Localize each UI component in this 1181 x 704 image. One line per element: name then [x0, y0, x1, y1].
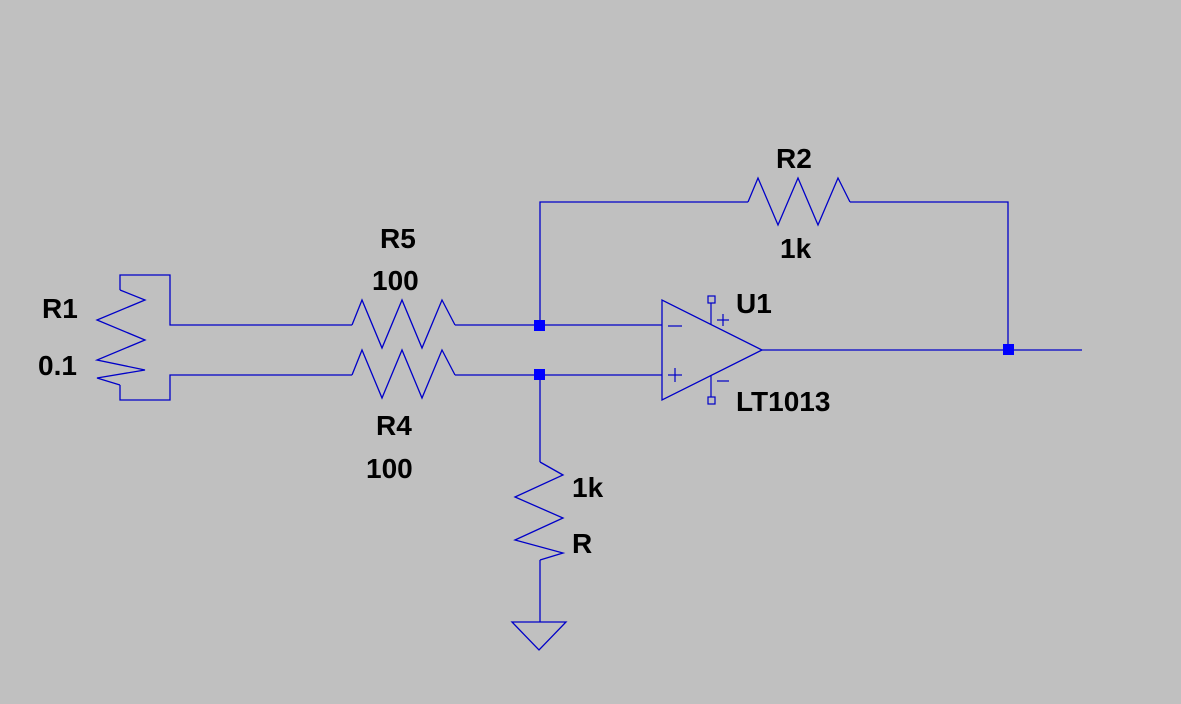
resistor-r2[interactable]: R2 1k [747, 143, 851, 264]
opamp-u1[interactable]: U1 LT1013 [661, 288, 830, 417]
resistor-r4-ref: R4 [376, 410, 412, 441]
resistor-r[interactable]: 1k R [513, 461, 604, 561]
junction-inverting-node[interactable] [534, 320, 545, 331]
wire-feedback-left[interactable] [539, 201, 748, 325]
resistor-r1-value: 0.1 [38, 350, 77, 381]
ground-icon[interactable] [510, 621, 568, 651]
resistor-r-zigzag [513, 461, 566, 561]
resistor-r1[interactable]: R1 0.1 [38, 289, 147, 386]
resistor-r4[interactable]: R4 100 [351, 348, 456, 484]
resistor-r5-zigzag [351, 298, 456, 350]
opamp-u1-body [661, 298, 764, 402]
junction-output-node[interactable] [1003, 344, 1014, 355]
resistor-r-value: 1k [572, 472, 604, 503]
wires [119, 201, 1082, 622]
opamp-u1-value: LT1013 [736, 386, 830, 417]
junctions [534, 320, 1014, 380]
resistor-r4-value: 100 [366, 453, 413, 484]
resistor-r2-zigzag [747, 176, 851, 227]
resistor-r5[interactable]: R5 100 [351, 223, 456, 350]
wire-r1-bottom-to-r4[interactable] [119, 374, 352, 401]
opamp-negative-supply-pin[interactable] [707, 375, 716, 405]
junction-noninverting-node[interactable] [534, 369, 545, 380]
resistor-r4-zigzag [351, 348, 456, 400]
resistor-r-ref: R [572, 528, 592, 559]
resistor-r2-ref: R2 [776, 143, 812, 174]
opamp-noninverting-sign [668, 368, 682, 382]
opamp-u1-ref: U1 [736, 288, 772, 319]
opamp-supply-plus-sign [717, 314, 729, 326]
resistor-r5-value: 100 [372, 265, 419, 296]
resistor-r2-value: 1k [780, 233, 812, 264]
wire-r1-top-to-r5[interactable] [119, 274, 352, 326]
resistor-r1-zigzag [94, 289, 147, 386]
wire-feedback-right[interactable] [850, 201, 1009, 350]
resistor-r1-ref: R1 [42, 293, 78, 324]
opamp-positive-supply-pin[interactable] [707, 295, 716, 325]
resistor-r5-ref: R5 [380, 223, 416, 254]
